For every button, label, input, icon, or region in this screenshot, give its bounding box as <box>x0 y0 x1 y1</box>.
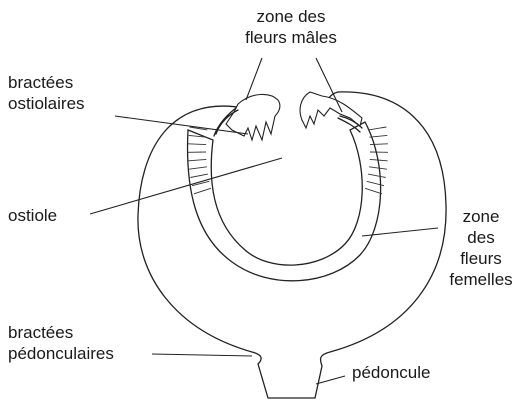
leader-ostiole <box>90 158 282 214</box>
label-female-flower-zone: zone des fleurs femelles <box>436 206 526 290</box>
label-line: zone <box>436 206 526 227</box>
label-line: fleurs mâles <box>226 27 356 48</box>
label-line: des <box>436 227 526 248</box>
leader-peduncle <box>316 376 345 384</box>
label-line: zone des <box>226 6 356 27</box>
left-ostiolar-bract <box>226 94 280 140</box>
leader-male-zone-left <box>246 58 262 100</box>
right-ostiolar-bract <box>300 92 362 128</box>
label-ostiole: ostiole <box>8 205 57 226</box>
female-flower-band <box>188 122 381 281</box>
label-line: pédonculaires <box>8 343 114 364</box>
label-peduncle: pédoncule <box>352 362 430 383</box>
label-line: fleurs <box>436 248 526 269</box>
label-line: femelles <box>436 269 526 290</box>
label-line: ostiolaires <box>8 93 85 114</box>
label-ostiolar-bracts: bractées ostiolaires <box>8 72 85 114</box>
label-line: bractées <box>8 72 85 93</box>
label-line: bractées <box>8 322 114 343</box>
label-peduncular-bracts: bractées pédonculaires <box>8 322 114 364</box>
label-male-flower-zone: zone des fleurs mâles <box>226 6 356 48</box>
hatch-line <box>369 127 387 130</box>
leader-peduncular-bracts <box>152 354 252 356</box>
fig-outer-wall <box>138 92 446 398</box>
